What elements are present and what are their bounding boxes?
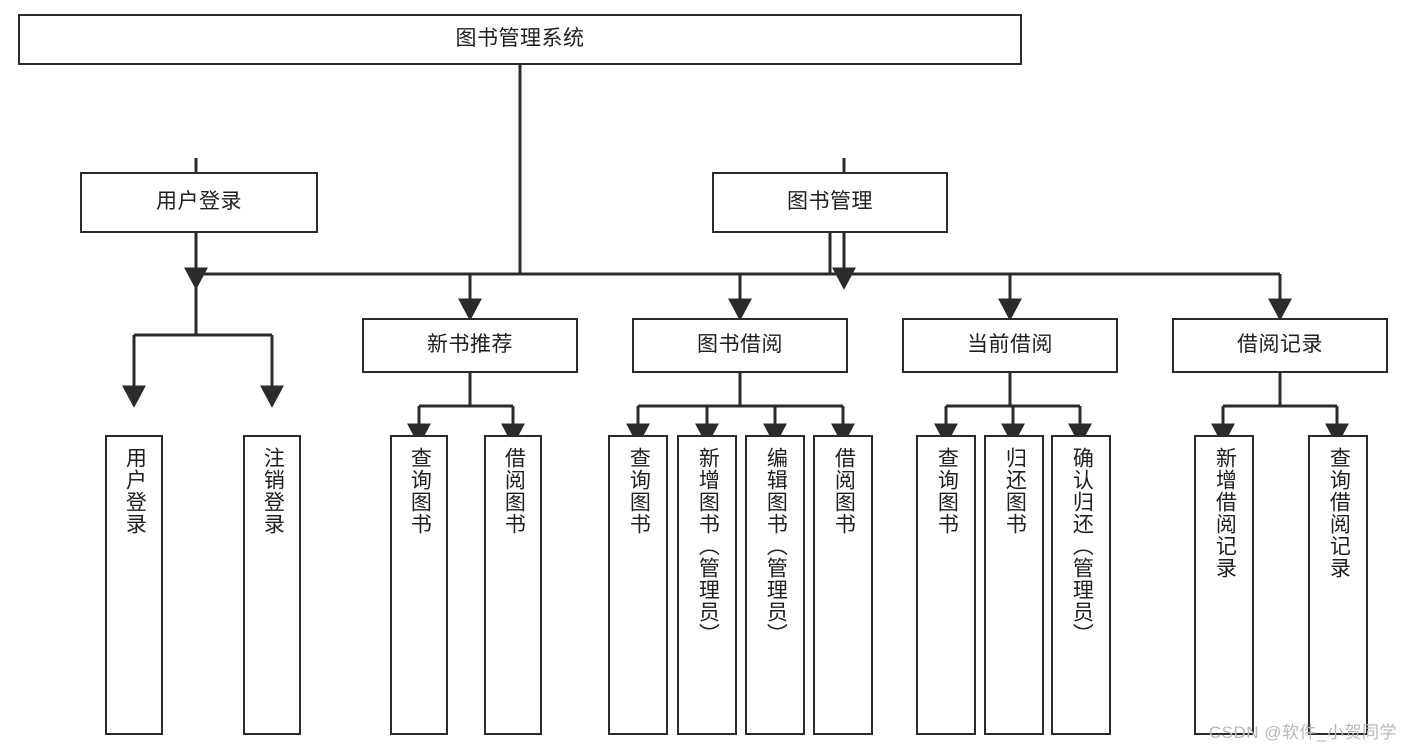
leaf-query-borrow-record[interactable]: 查询借阅记录	[1308, 435, 1368, 735]
leaf-query-book-recommend[interactable]: 查询图书	[390, 435, 448, 735]
node-label: 用户登录	[156, 190, 242, 214]
node-label: 查询图书	[627, 447, 651, 535]
leaf-user-login[interactable]: 用户登录	[105, 435, 163, 735]
node-label: 图书管理系统	[455, 27, 585, 51]
node-book-management[interactable]: 图书管理	[712, 172, 948, 233]
node-root-book-management-system[interactable]: 图书管理系统	[18, 14, 1022, 65]
node-current-borrow[interactable]: 当前借阅	[902, 318, 1118, 373]
node-label: 查询图书	[935, 447, 959, 535]
node-label: 新书推荐	[427, 333, 513, 357]
leaf-edit-book-admin[interactable]: 编辑图书（管理员）	[745, 435, 805, 735]
node-label: 确认归还（管理员）	[1070, 447, 1094, 645]
node-label: 借阅图书	[502, 447, 526, 535]
node-label: 注销登录	[261, 447, 285, 535]
leaf-query-book-borrow[interactable]: 查询图书	[608, 435, 668, 735]
leaf-borrow-book[interactable]: 借阅图书	[813, 435, 873, 735]
node-label: 归还图书	[1003, 447, 1027, 535]
node-label: 新增借阅记录	[1213, 447, 1237, 579]
leaf-return-book[interactable]: 归还图书	[984, 435, 1044, 735]
leaf-confirm-return-admin[interactable]: 确认归还（管理员）	[1051, 435, 1111, 735]
node-book-borrow[interactable]: 图书借阅	[632, 318, 848, 373]
node-label: 借阅图书	[832, 447, 856, 535]
node-label: 用户登录	[123, 447, 147, 535]
node-label: 图书借阅	[697, 333, 783, 357]
leaf-add-book-admin[interactable]: 新增图书（管理员）	[677, 435, 737, 735]
node-label: 图书管理	[787, 190, 873, 214]
node-label: 当前借阅	[967, 333, 1053, 357]
node-label: 查询图书	[408, 447, 432, 535]
leaf-user-logout[interactable]: 注销登录	[243, 435, 301, 735]
node-label: 编辑图书（管理员）	[764, 447, 788, 645]
node-new-book-recommend[interactable]: 新书推荐	[362, 318, 578, 373]
node-label: 查询借阅记录	[1327, 447, 1351, 579]
leaf-add-borrow-record[interactable]: 新增借阅记录	[1194, 435, 1254, 735]
node-borrow-record[interactable]: 借阅记录	[1172, 318, 1388, 373]
node-user-login[interactable]: 用户登录	[80, 172, 318, 233]
node-label: 借阅记录	[1237, 333, 1323, 357]
node-label: 新增图书（管理员）	[696, 447, 720, 645]
leaf-borrow-book-recommend[interactable]: 借阅图书	[484, 435, 542, 735]
leaf-query-book-current[interactable]: 查询图书	[916, 435, 976, 735]
